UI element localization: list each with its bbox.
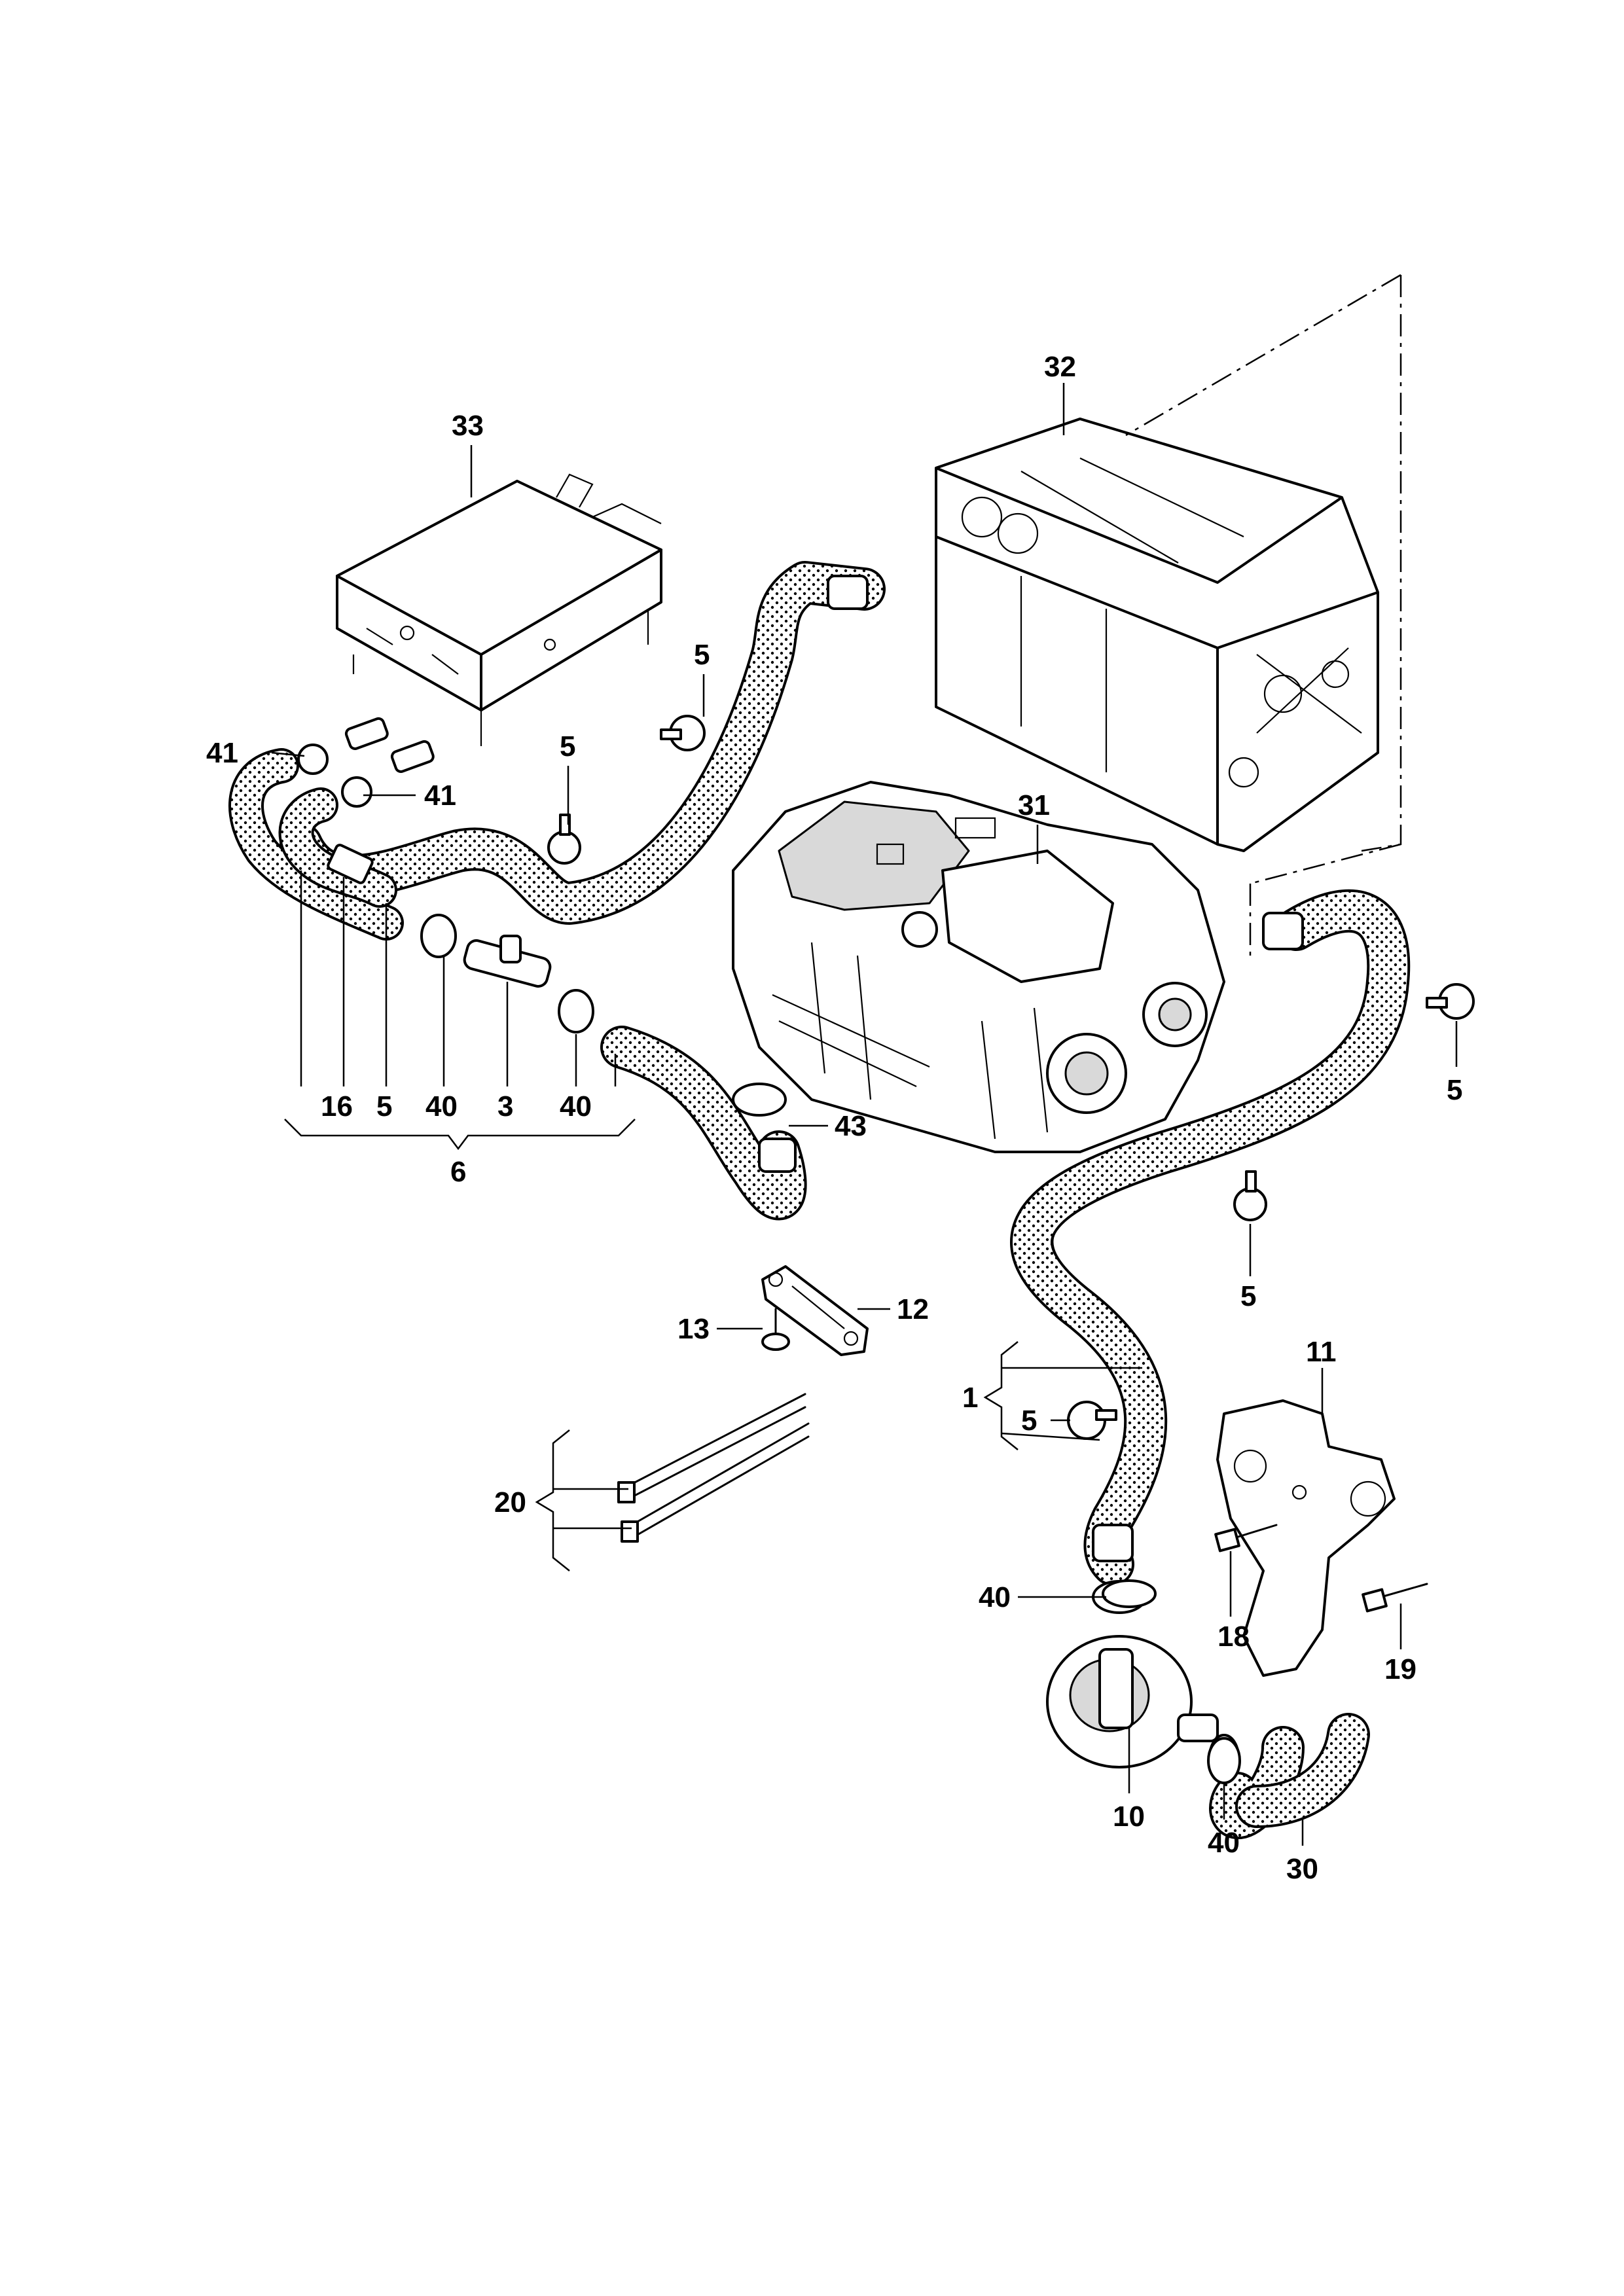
hose-clip-16 — [327, 844, 374, 884]
callout-1: 1 — [962, 1382, 978, 1414]
callout-5-e: 5 — [1240, 1280, 1256, 1312]
clip-5-d — [1233, 1170, 1267, 1221]
assembly-line-32-b — [1125, 274, 1401, 437]
leader-lines — [271, 383, 1458, 1846]
bolt-19 — [1362, 1583, 1428, 1613]
assembly-line-31 — [1250, 843, 1401, 885]
t-piece-3 — [463, 935, 552, 988]
bracket-12 — [761, 1265, 869, 1356]
callout-18: 18 — [1218, 1621, 1250, 1653]
cable-ties-20 — [617, 1393, 810, 1543]
connector-stub-b — [390, 740, 435, 773]
connector-stub-a — [344, 717, 389, 750]
clip-5-a — [660, 715, 706, 751]
hose-clamp-40-c — [1102, 1579, 1157, 1608]
callout-33: 33 — [452, 410, 484, 442]
callout-5-c: 5 — [376, 1090, 392, 1122]
callout-31: 31 — [1018, 789, 1050, 821]
callout-5-f: 5 — [1021, 1405, 1037, 1437]
hose-fitting-pump — [1092, 1524, 1134, 1562]
hose-clamp-40-a — [420, 914, 457, 958]
callout-5-b: 5 — [560, 730, 575, 762]
hose-clamp-43 — [732, 1083, 787, 1117]
callout-40-a: 40 — [425, 1090, 458, 1122]
callout-32: 32 — [1044, 351, 1076, 383]
pump-bracket-11 — [1216, 1399, 1396, 1677]
hose-fitting-right — [1262, 912, 1304, 950]
callout-40-d: 40 — [1208, 1827, 1240, 1859]
coolant-pump — [1046, 1580, 1240, 1781]
electric-drive-unit — [732, 781, 1225, 1153]
callout-6: 6 — [450, 1156, 466, 1188]
callout-41-b: 41 — [424, 780, 456, 812]
clip-5-c — [1426, 983, 1475, 1020]
hose-clamp-40-b — [558, 989, 594, 1033]
callout-19: 19 — [1384, 1653, 1416, 1685]
callout-11: 11 — [1306, 1336, 1337, 1368]
hose-clamp-40-d — [1207, 1737, 1241, 1784]
callout-5-a: 5 — [694, 639, 710, 671]
callout-10: 10 — [1113, 1801, 1145, 1833]
callout-30: 30 — [1286, 1853, 1318, 1885]
clip-5-e — [1067, 1401, 1117, 1440]
callout-40-b: 40 — [560, 1090, 592, 1122]
hose-clamp-41-a — [297, 744, 329, 775]
callout-5-d: 5 — [1447, 1074, 1462, 1106]
bolt-18 — [1214, 1524, 1278, 1552]
callout-40-c: 40 — [979, 1581, 1011, 1613]
bolt-13 — [761, 1308, 790, 1351]
callout-12: 12 — [897, 1293, 929, 1325]
control-unit-housing — [336, 473, 662, 746]
hose-fitting-upper — [827, 575, 869, 610]
callout-16: 16 — [321, 1090, 353, 1122]
callout-20: 20 — [494, 1486, 526, 1518]
callout-13: 13 — [677, 1313, 710, 1345]
hose-clamp-41-b — [341, 776, 372, 808]
callout-41-a: 41 — [206, 737, 238, 769]
clip-5-b — [547, 814, 581, 865]
hose-fitting-center — [758, 1138, 797, 1173]
callout-43: 43 — [835, 1110, 867, 1142]
callout-3: 3 — [497, 1090, 513, 1122]
motor-housing — [935, 418, 1379, 852]
